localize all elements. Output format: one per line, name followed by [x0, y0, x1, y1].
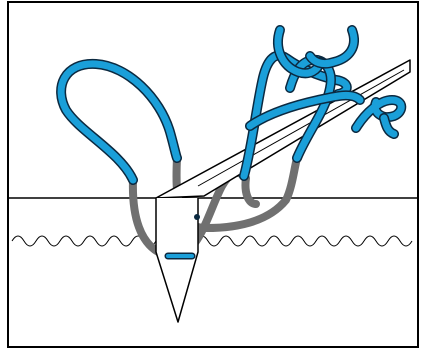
visible-thread-knot-loop-fill — [352, 96, 405, 132]
visible-thread-top-hook-right-fill — [306, 26, 358, 68]
visible-thread-diagonal-fill — [246, 91, 364, 130]
visible-thread-knot-tail-fill — [380, 114, 398, 138]
needle-eye-dot — [194, 214, 200, 220]
hidden-thread-lower-connector — [241, 174, 260, 208]
needle-shaft — [155, 198, 199, 323]
visible-thread-left-loop-fill — [57, 60, 181, 184]
needle-blade — [155, 59, 411, 199]
frame-border — [7, 1, 419, 348]
fabric-wave-line — [11, 235, 413, 247]
visible-thread-top-hook-left-fill — [274, 26, 324, 77]
visible-thread — [56, 25, 407, 260]
needle-blade-inner-line — [197, 69, 405, 187]
